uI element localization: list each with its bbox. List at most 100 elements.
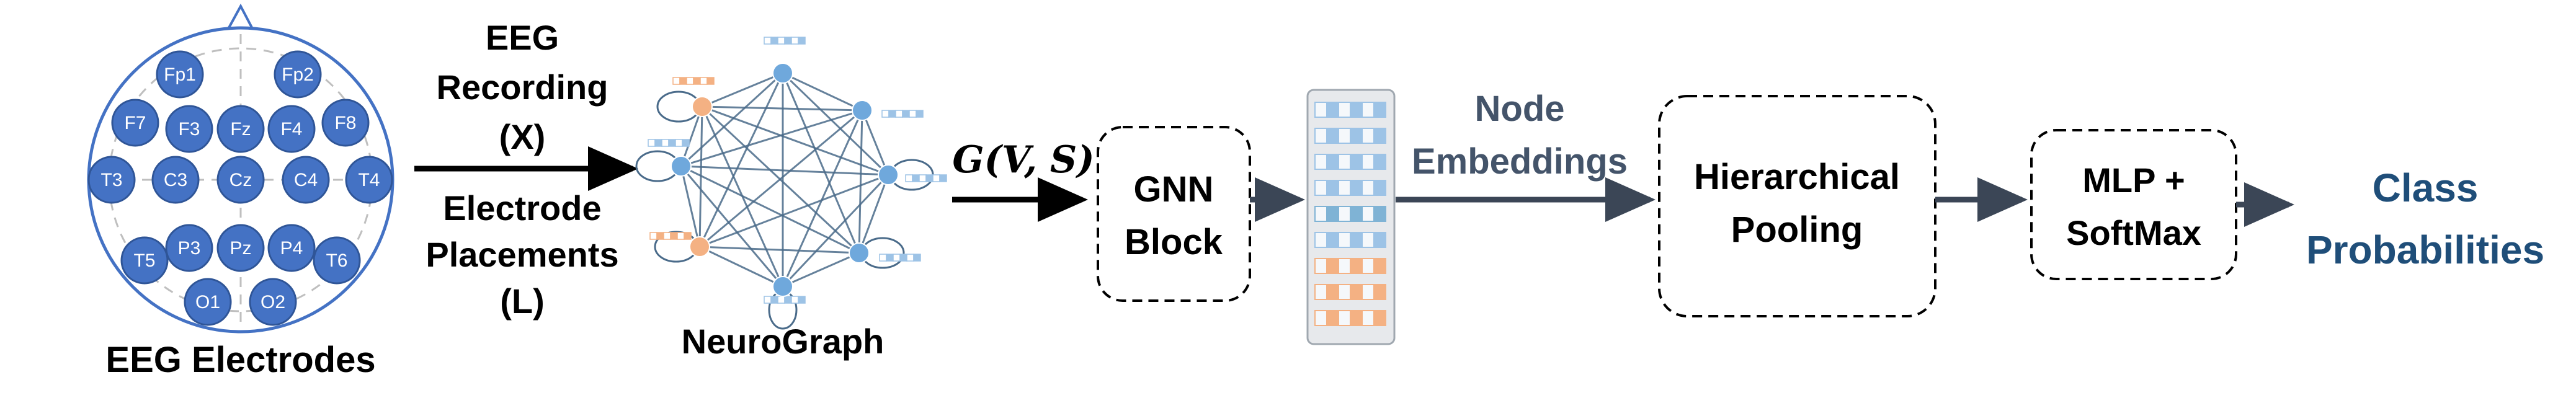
feature-cell — [919, 174, 927, 182]
electrode-c4: C4 — [282, 156, 330, 204]
node-feature-strip — [764, 37, 806, 45]
feature-cell — [916, 110, 924, 118]
embedding-cell — [1373, 102, 1386, 118]
feature-cell — [668, 139, 676, 147]
embedding-cell — [1338, 284, 1351, 300]
embedding-cell — [1350, 128, 1363, 144]
gnn-block-line2: Block — [1125, 222, 1223, 262]
electrode-dot — [111, 99, 159, 147]
electrode-pz: Pz — [216, 224, 265, 272]
embedding-cell — [1338, 128, 1351, 144]
feature-cell — [893, 254, 901, 262]
embedding-cell — [1373, 258, 1386, 274]
electrode-fz: Fz — [216, 105, 265, 153]
graph-edge — [698, 73, 784, 247]
pooling-line1: Hierarchical — [1694, 157, 1900, 197]
embedding-cell — [1314, 258, 1327, 274]
electrode-dot — [151, 156, 200, 204]
embedding-cell — [1314, 310, 1327, 326]
embedding-cell — [1373, 284, 1386, 300]
embedding-cell — [1314, 128, 1327, 144]
embedding-cell — [1350, 284, 1363, 300]
feature-cell — [798, 37, 806, 45]
electrode-label: Fp1 — [164, 64, 196, 85]
embedding-matrix — [1306, 89, 1396, 345]
graph-node — [671, 156, 692, 177]
feature-cell — [675, 139, 683, 147]
feature-cell — [649, 232, 657, 240]
graph-edge — [680, 166, 701, 247]
electrode-dot — [120, 236, 169, 285]
embedding-row — [1314, 154, 1386, 170]
embedding-cell — [1326, 154, 1339, 170]
graph-node — [692, 96, 713, 117]
electrode-o1: O1 — [184, 278, 232, 326]
feature-cell — [886, 254, 894, 262]
mlp-box — [2030, 129, 2237, 280]
electrode-dot — [165, 224, 213, 272]
electrode-label: T6 — [326, 250, 347, 271]
pooling-box — [1658, 95, 1936, 317]
electrode-dot — [267, 224, 316, 272]
arrow-graph-input: G(V, S) — [952, 138, 1095, 222]
graph-edge — [782, 110, 863, 287]
embedding-cell — [1314, 102, 1327, 118]
output-line1: Class — [2373, 166, 2479, 210]
feature-cell — [764, 37, 772, 45]
feature-cell — [672, 77, 680, 85]
node-feature-strip — [764, 296, 806, 304]
feature-cell — [764, 296, 772, 304]
embedding-cell — [1362, 154, 1375, 170]
embedding-cell — [1373, 128, 1386, 144]
embedding-rows — [1314, 102, 1386, 326]
electrode-dot — [87, 156, 136, 204]
embedding-cell — [1350, 232, 1363, 248]
graph-input-label: G(V, S) — [952, 138, 1094, 182]
electrode-label: F3 — [178, 119, 200, 139]
feature-strips — [648, 37, 947, 304]
electrode-dot — [345, 156, 393, 204]
embedding-cell — [1362, 258, 1375, 274]
embedding-cell — [1326, 284, 1339, 300]
embedding-cell — [1373, 154, 1386, 170]
embedding-row — [1314, 232, 1386, 248]
embedding-cell — [1350, 102, 1363, 118]
electrode-t5: T5 — [120, 236, 169, 285]
graph-node — [772, 276, 793, 297]
feature-cell — [648, 139, 656, 147]
electrode-dot — [282, 156, 330, 204]
output-line2: Probabilities — [2306, 228, 2544, 272]
embedding-cell — [1350, 180, 1363, 196]
feature-cell — [784, 296, 792, 304]
electrode-label: Fp2 — [282, 64, 314, 85]
embedding-cell — [1362, 310, 1375, 326]
feature-cell — [784, 37, 792, 45]
embedding-cell — [1338, 102, 1351, 118]
feature-cell — [913, 254, 921, 262]
feature-cell — [684, 232, 692, 240]
gnn-block: GNN Block — [1097, 126, 1251, 302]
embedding-cell — [1326, 102, 1339, 118]
electrode-f4: F4 — [267, 105, 316, 153]
graph-edge — [782, 252, 860, 288]
feature-cell — [686, 77, 694, 85]
graph-edge — [782, 73, 860, 254]
neurograph — [635, 37, 947, 330]
electrode-label: C4 — [294, 170, 318, 190]
graph-edge — [699, 246, 783, 288]
electrode-dot — [216, 105, 265, 153]
feature-cell — [670, 232, 678, 240]
embedding-row — [1314, 180, 1386, 196]
embedding-cell — [1314, 284, 1327, 300]
feature-cell — [770, 37, 778, 45]
embedding-cell — [1314, 180, 1327, 196]
node-feature-strip — [881, 110, 924, 118]
electrode-t3: T3 — [87, 156, 136, 204]
electrodes-caption: EEG Electrodes — [105, 340, 375, 380]
electrode-t6: T6 — [313, 236, 361, 285]
graph-edge — [699, 246, 860, 254]
embedding-cell — [1338, 258, 1351, 274]
feature-cell — [798, 296, 806, 304]
feature-cell — [925, 174, 934, 182]
